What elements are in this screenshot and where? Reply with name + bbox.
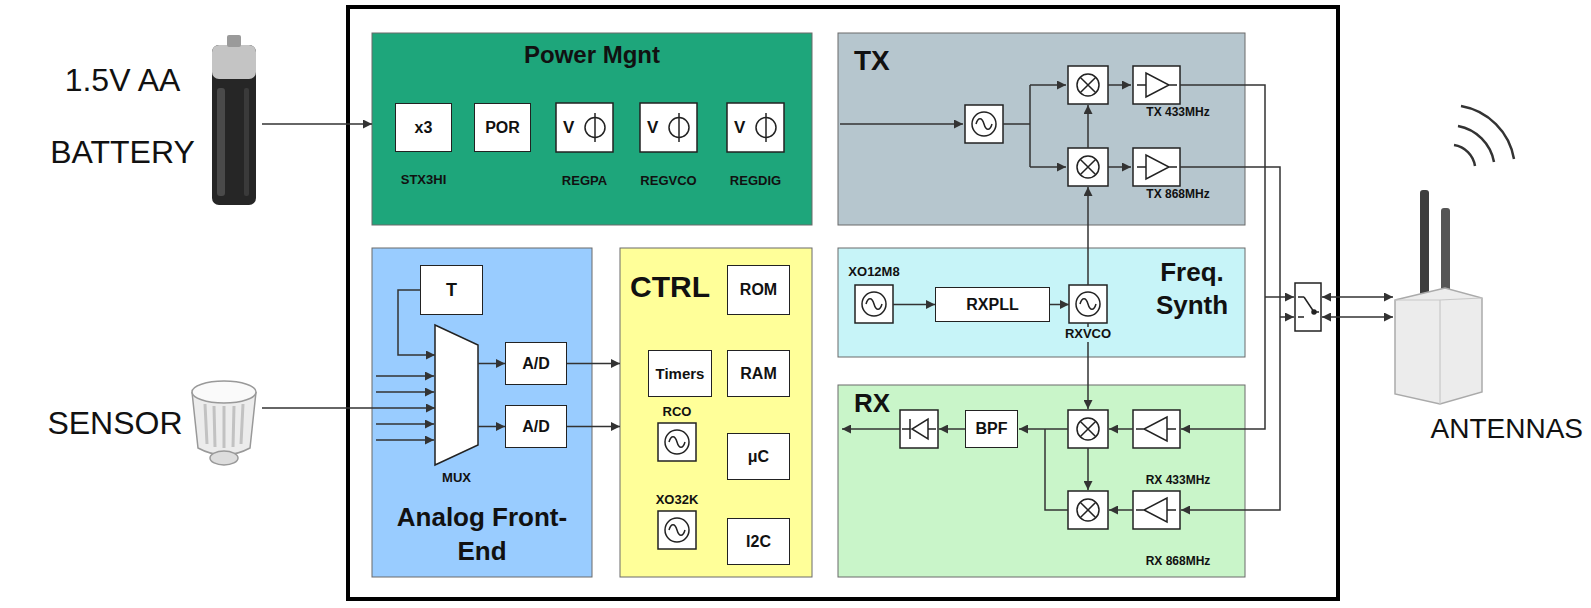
regulator-box: VREGDIG	[727, 103, 784, 152]
signal-arrow	[567, 363, 620, 365]
timer-box: Timers	[648, 350, 712, 397]
signal-label: RX 868MHz	[1146, 555, 1211, 569]
part-label: REGVCO	[640, 174, 696, 189]
part-label: RCO	[663, 405, 692, 420]
signal-arrow	[893, 304, 935, 306]
block-title: Analog Front-End	[372, 501, 592, 569]
battery-illustration	[212, 35, 256, 205]
antenna-illustration	[1395, 106, 1514, 404]
box-text: ROM	[740, 281, 777, 299]
oscillator-box: RXVCO	[1069, 285, 1107, 323]
analog-block: Analog Front-End T MUX A/D A/D	[372, 248, 592, 577]
antenna-node: ANTENNAS	[1382, 95, 1587, 450]
synth-block: Freq. SynthXO12M8RXPLLRXVCO	[838, 248, 1245, 357]
box-text: A/D	[522, 417, 550, 435]
box-text: RXPLL	[966, 295, 1018, 313]
antenna-label: ANTENNAS	[1431, 413, 1583, 445]
oscillator-symbols	[658, 105, 1107, 549]
box-text: A/D	[522, 354, 550, 372]
mixer-symbols	[1068, 66, 1108, 529]
signal-label: TX 868MHz	[1146, 188, 1209, 202]
sensor-label: SENSOR	[40, 405, 190, 442]
box-text: T	[446, 280, 457, 301]
oscillator-box: XO32K	[658, 511, 696, 549]
adc-box: A/D	[505, 405, 567, 448]
adc-box: A/D	[505, 342, 567, 385]
signal-arrow	[1050, 304, 1069, 306]
oscillator-box: RCO	[658, 423, 696, 461]
por-box: POR	[474, 103, 531, 152]
signal-arrow	[567, 426, 620, 428]
part-label: XO32K	[656, 493, 699, 508]
box-text: I2C	[746, 532, 771, 550]
regulator-box: VREGPA	[556, 103, 613, 152]
block-title: Freq. Synth	[1147, 256, 1237, 321]
battery-node: 1.5V AA BATTERY	[40, 30, 262, 215]
pll-box: RXPLL	[935, 287, 1050, 322]
part-label: MUX	[442, 471, 471, 486]
signal-label: RX 433MHz	[1146, 474, 1211, 488]
signal-wires	[376, 85, 1393, 510]
oscillator-box: XO12M8	[855, 285, 893, 323]
antenna-switch-symbol	[1295, 283, 1321, 331]
part-label: STX3HI	[401, 173, 447, 188]
part-label: REGDIG	[730, 174, 781, 189]
part-label: XO12M8	[848, 265, 899, 280]
detector-symbol	[900, 410, 938, 448]
memory-box: RAM	[727, 350, 790, 397]
mux-node: MUX	[435, 325, 478, 465]
voltage-symbol: V	[734, 118, 745, 138]
signal-label: TX 433MHz	[1146, 106, 1209, 120]
part-label: REGPA	[562, 174, 607, 189]
power-block: Power Mgntx3STX3HIPORVREGPAVREGVCOVREGDI…	[372, 33, 812, 225]
temp-box: T	[420, 265, 483, 315]
ctrl-block: CTRL ROM Timers RAM RCO μC XO32K I2C	[620, 248, 812, 577]
memory-box: ROM	[727, 265, 790, 315]
signal-arrow	[478, 363, 505, 365]
voltage-symbol: V	[647, 118, 658, 138]
box-text: RAM	[740, 364, 776, 382]
battery-label: 1.5V AA BATTERY	[40, 44, 205, 188]
block-title: Power Mgnt	[372, 41, 812, 69]
smoke-sensor-illustration	[192, 381, 256, 465]
bus-box: I2C	[727, 518, 790, 565]
box-text: BPF	[976, 420, 1008, 438]
mux-symbol	[435, 325, 478, 465]
filter-box: BPF	[965, 410, 1018, 448]
voltage-symbol: V	[563, 118, 574, 138]
block-title: TX	[854, 45, 890, 77]
box-text: μC	[748, 447, 769, 465]
chip-outline	[348, 7, 1338, 599]
block-title: CTRL	[630, 270, 710, 305]
part-label: RXVCO	[1063, 327, 1113, 342]
block-title: RX	[854, 389, 890, 419]
tripler-box: x3STX3HI	[395, 103, 452, 152]
cpu-box: μC	[727, 433, 790, 480]
signal-arrow	[262, 123, 372, 125]
regulator-box: VREGVCO	[640, 103, 697, 152]
signal-arrow	[478, 426, 505, 428]
sensor-node: SENSOR	[40, 378, 262, 470]
signal-arrow	[262, 407, 435, 409]
box-text: Timers	[656, 365, 705, 382]
box-text: x3	[415, 118, 433, 136]
block-regions	[372, 33, 1245, 577]
regulator-symbols	[556, 103, 784, 152]
box-text: POR	[485, 118, 520, 136]
